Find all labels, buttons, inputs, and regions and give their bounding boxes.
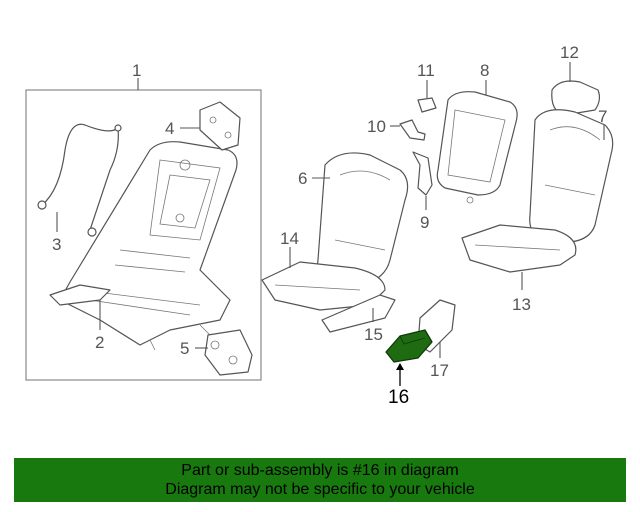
part-2-rail[interactable] <box>49 284 111 330</box>
callout-16: 16 <box>388 387 409 408</box>
part-12-headrest[interactable] <box>551 62 601 116</box>
callout-3: 3 <box>52 235 61 254</box>
callout-15: 15 <box>364 325 383 344</box>
callout-1: 1 <box>132 61 141 80</box>
banner-line-2: Diagram may not be specific to your vehi… <box>165 481 475 498</box>
callout-5: 5 <box>180 339 189 358</box>
part-8-back-panel[interactable] <box>436 80 518 204</box>
callout-8: 8 <box>480 61 489 80</box>
part-10-clip[interactable] <box>390 119 426 141</box>
banner-line-1: Part or sub-assembly is #16 in diagram <box>181 462 459 479</box>
part-3-cable[interactable] <box>37 123 122 237</box>
part-15-side-trim[interactable] <box>321 294 396 333</box>
callout-13: 13 <box>512 295 531 314</box>
part-4-bracket[interactable] <box>180 101 241 151</box>
part-5-latch[interactable] <box>195 329 253 376</box>
callout-6: 6 <box>298 169 307 188</box>
parts-diagram: 1 2 3 4 5 6 7 8 9 10 11 12 13 14 15 16 1… <box>25 43 614 408</box>
part-1-seat-frame[interactable] <box>59 141 238 351</box>
part-11-bolt[interactable] <box>417 80 437 113</box>
callout-2: 2 <box>95 333 104 352</box>
frame-group-box <box>25 89 262 381</box>
part-14-seat-cushion[interactable] <box>261 247 386 311</box>
callout-4: 4 <box>165 119 174 138</box>
part-9-trim[interactable] <box>412 151 433 210</box>
callout-12: 12 <box>560 43 579 62</box>
part-7-seat-back[interactable] <box>529 109 614 243</box>
callout-10: 10 <box>367 117 386 136</box>
callout-14: 14 <box>280 229 299 248</box>
callout-9: 9 <box>420 213 429 232</box>
callout-7: 7 <box>598 107 607 126</box>
part-16-cover-highlighted[interactable] <box>385 329 433 386</box>
callout-17: 17 <box>430 361 449 380</box>
notice-banner: Part or sub-assembly is #16 in diagram D… <box>14 458 626 502</box>
part-13-cushion[interactable] <box>461 224 577 290</box>
callout-11: 11 <box>417 61 435 80</box>
